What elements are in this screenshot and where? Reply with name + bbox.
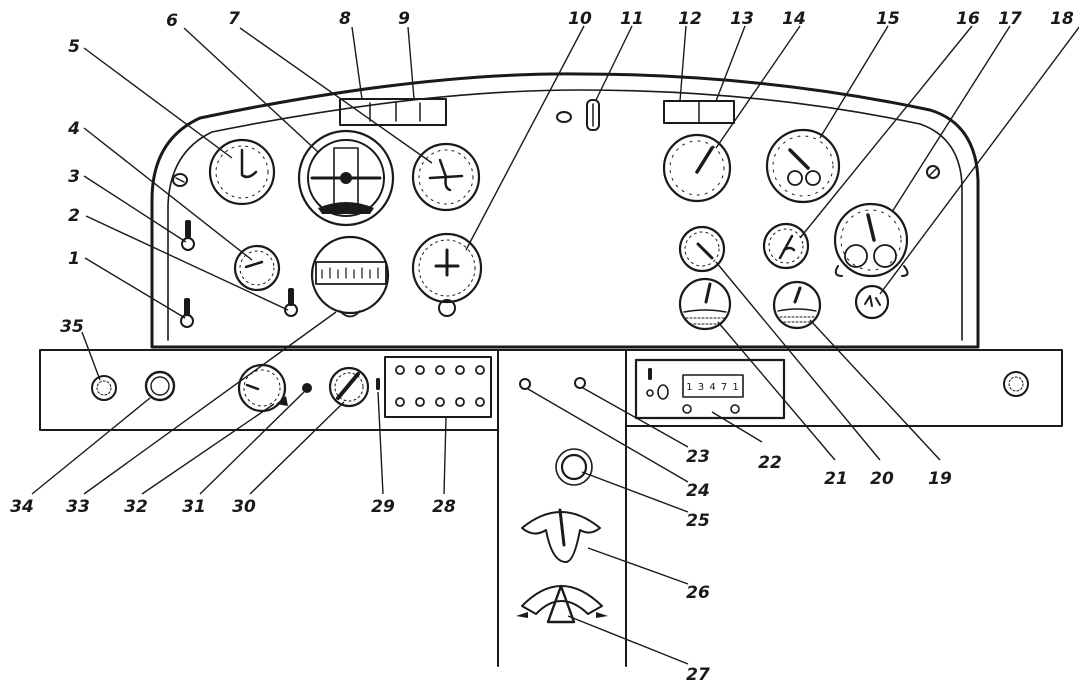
callout-4: 4 (67, 119, 80, 139)
callout-30: 30 (232, 497, 256, 517)
callout-24: 24 (686, 481, 710, 501)
callout-26: 26 (686, 583, 710, 603)
knob-left-icon (172, 173, 188, 187)
toggle-switch-icon (556, 99, 600, 131)
lower-panel (39, 349, 1063, 667)
lamp-31-icon (302, 383, 312, 393)
callout-20: 20 (870, 469, 894, 489)
radio-display-digits: 1 3 4 7 1 (686, 382, 740, 393)
upper-panel (150, 72, 980, 349)
gauge-16-icon (762, 222, 810, 270)
switch-29-icon (376, 378, 380, 390)
gauge-32-icon (237, 363, 288, 413)
callout-9: 9 (398, 9, 410, 29)
gauge-4-icon (233, 244, 281, 292)
callout-16: 16 (956, 9, 980, 29)
callout-1: 1 (68, 249, 80, 269)
gauge-5-icon (208, 138, 276, 206)
knob-right-icon (926, 165, 940, 179)
callout-32: 32 (124, 497, 148, 517)
callout-labels: 1 2 3 4 5 6 7 8 9 10 11 12 13 14 15 16 1… (10, 9, 1074, 685)
lamp-24-icon (519, 378, 531, 390)
callout-2: 2 (68, 206, 80, 226)
gauge-14-icon (662, 133, 732, 203)
clock-icon (411, 232, 483, 317)
leader-lines (31, 25, 1079, 665)
callout-3: 3 (68, 167, 80, 187)
knob-right-lower-icon (1003, 371, 1029, 397)
gauge-20-icon (678, 225, 726, 273)
toggle-3-icon (181, 220, 195, 251)
gauge-18-icon (854, 284, 890, 320)
callout-33: 33 (66, 497, 90, 517)
indicator-window-left (339, 98, 447, 126)
callout-8: 8 (339, 9, 351, 29)
gauge-17-icon (833, 202, 909, 278)
callout-34: 34 (10, 497, 34, 517)
callout-5: 5 (68, 37, 80, 57)
callout-19: 19 (928, 469, 952, 489)
callout-12: 12 (678, 9, 702, 29)
lamp-23-icon (574, 377, 586, 389)
callout-10: 10 (568, 9, 592, 29)
callout-11: 11 (620, 9, 644, 29)
callout-6: 6 (166, 11, 178, 31)
callout-18: 18 (1050, 9, 1074, 29)
fuel-gauge-19-icon (772, 280, 822, 330)
callout-13: 13 (730, 9, 754, 29)
control-27-icon (516, 584, 608, 624)
fuse-panel-28-icon (384, 356, 492, 418)
fuel-gauge-21-icon (678, 277, 732, 331)
radio-panel-22-icon: 1 3 4 7 1 (634, 358, 786, 420)
callout-27: 27 (686, 665, 710, 685)
callout-21: 21 (824, 469, 848, 489)
callout-7: 7 (228, 9, 240, 29)
control-26-icon (521, 508, 601, 563)
callout-29: 29 (371, 497, 395, 517)
callout-17: 17 (998, 9, 1022, 29)
callout-15: 15 (876, 9, 900, 29)
callout-23: 23 (686, 447, 710, 467)
toggle-1-icon (180, 298, 194, 328)
callout-14: 14 (782, 9, 806, 29)
callout-28: 28 (432, 497, 456, 517)
button-34-icon (144, 370, 176, 402)
callout-25: 25 (686, 511, 710, 531)
attitude-indicator-icon (297, 129, 395, 227)
indicator-window-right (663, 100, 735, 124)
gauge-15-icon (765, 128, 841, 204)
gauge-7-icon (411, 142, 481, 212)
knob-35-icon (91, 375, 117, 401)
callout-22: 22 (758, 453, 782, 473)
toggle-2-icon (284, 288, 298, 317)
callout-31: 31 (182, 497, 206, 517)
callout-35: 35 (60, 317, 84, 337)
selector-30-icon (328, 366, 370, 408)
compass-icon (310, 235, 390, 318)
control-25-icon (555, 448, 593, 486)
